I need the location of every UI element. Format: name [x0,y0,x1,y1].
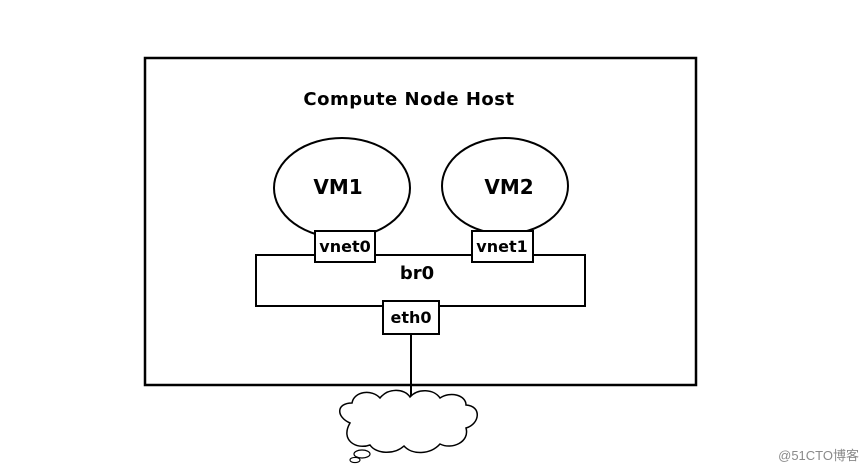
cloud-icon [339,389,478,464]
vm1-label: VM1 [313,175,362,199]
vnet1-label: vnet1 [476,237,527,256]
bridge-label: br0 [400,263,434,284]
host-box [143,56,698,387]
bridge-box [255,254,586,307]
vnet1-port [471,230,534,263]
vnet0-label: vnet0 [319,237,370,256]
host-label: Compute Node Host [303,89,514,110]
vm2-label: VM2 [484,175,533,199]
eth0-label: eth0 [390,308,431,327]
watermark-text: @51CTO博客 [778,448,859,463]
vnet0-port [314,230,376,263]
